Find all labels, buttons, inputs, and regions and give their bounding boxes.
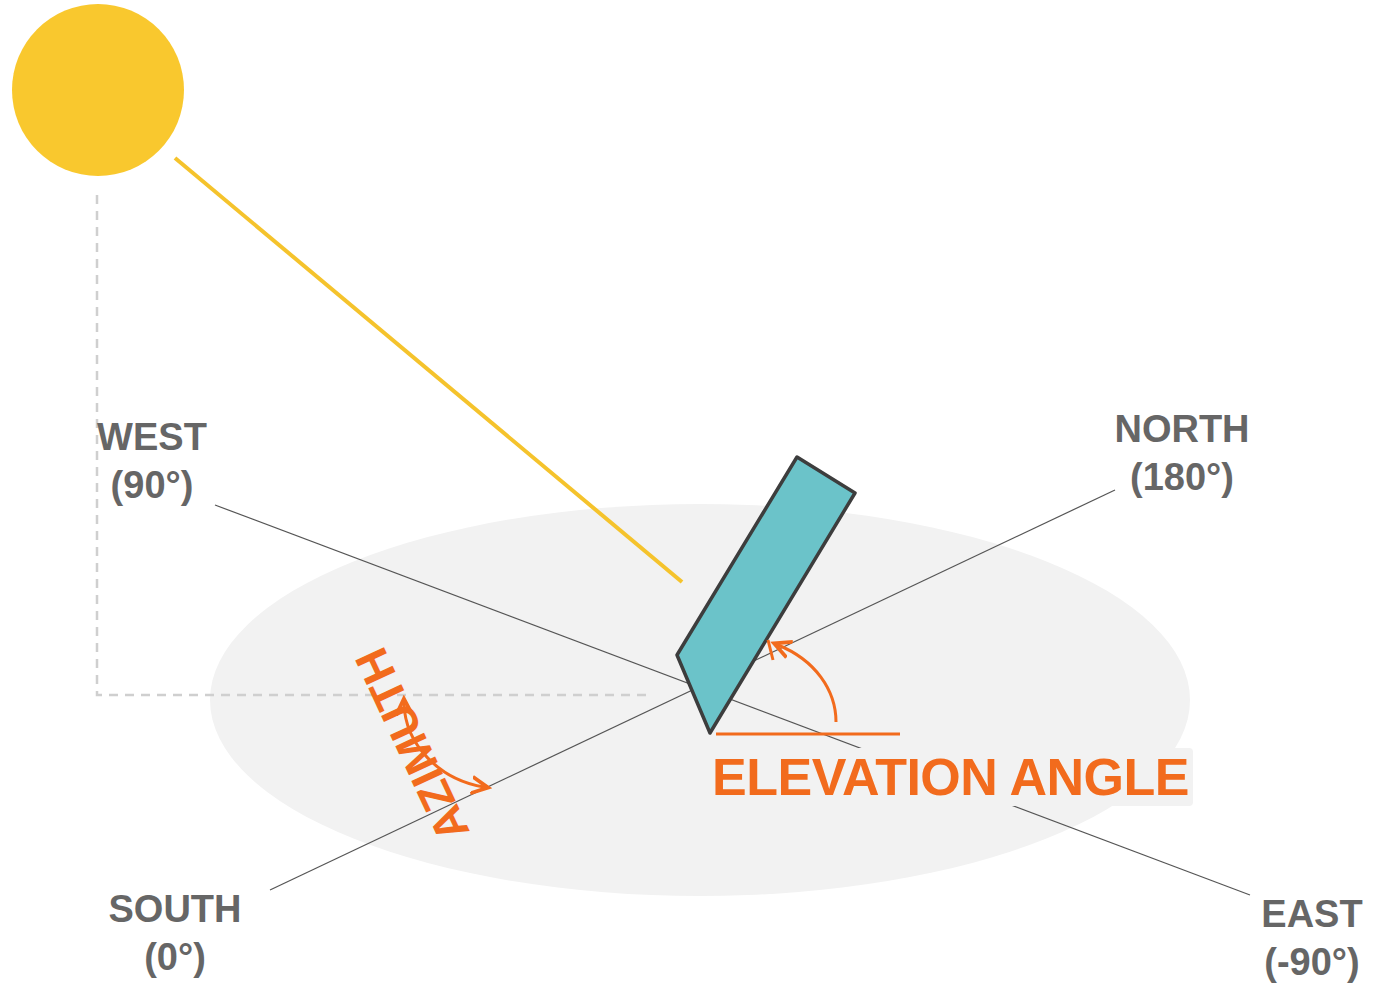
direction-label: EAST (-90°) bbox=[1261, 890, 1362, 986]
elevation-baseline bbox=[716, 733, 900, 736]
projection-line bbox=[97, 195, 650, 695]
direction-label: WEST (90°) bbox=[97, 413, 207, 509]
direction-label: SOUTH (0°) bbox=[109, 885, 242, 981]
sun bbox=[12, 4, 184, 176]
elevation-label: ELEVATION ANGLE bbox=[708, 748, 1193, 806]
sun-ray bbox=[175, 158, 682, 582]
direction-label: NORTH (180°) bbox=[1114, 405, 1249, 501]
solar-panel bbox=[677, 457, 855, 733]
elevation-tick bbox=[768, 640, 773, 660]
elevation-arc bbox=[778, 645, 836, 722]
